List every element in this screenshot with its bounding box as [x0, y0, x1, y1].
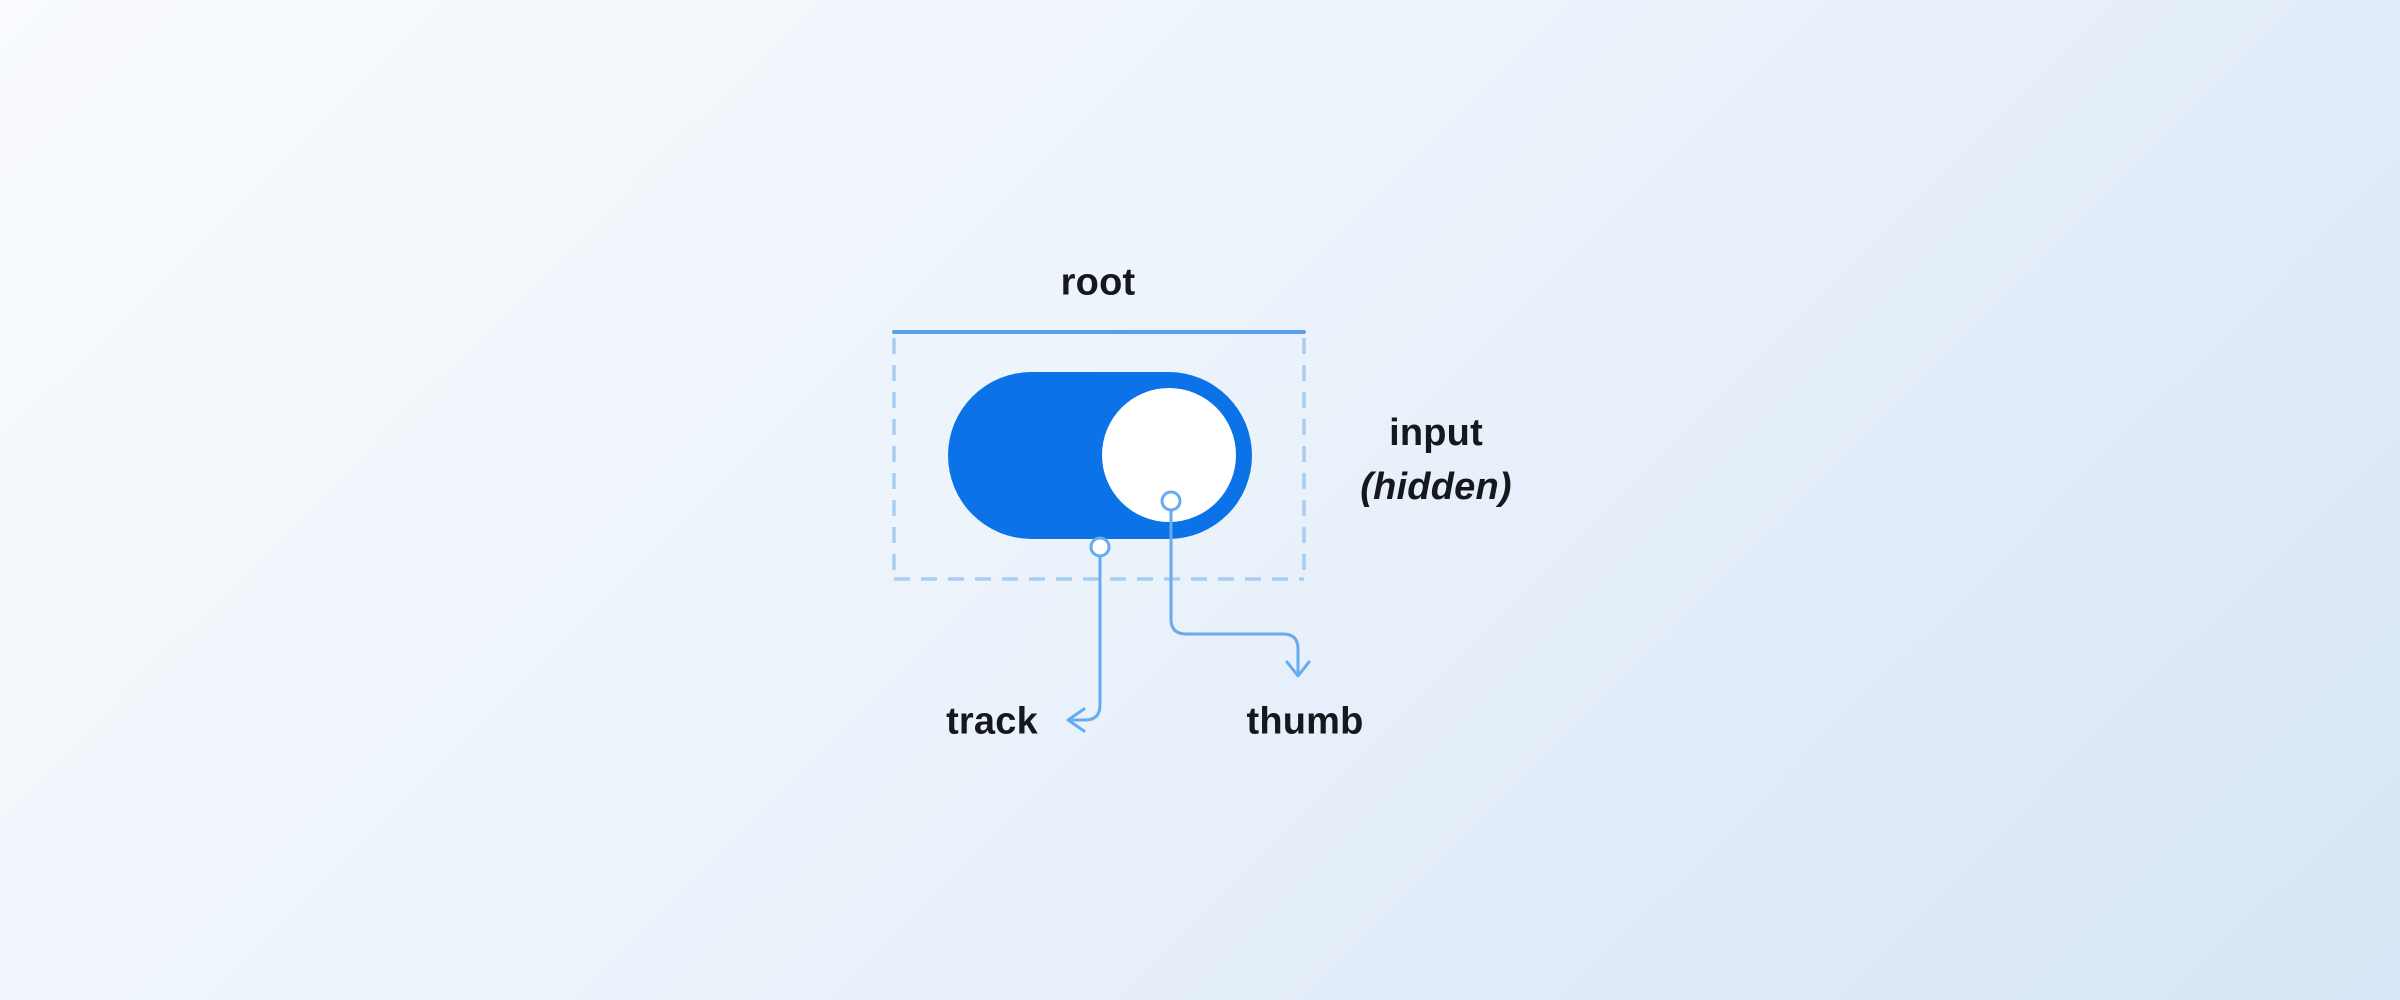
input-label-group: input (hidden) — [1360, 406, 1511, 514]
arrow-left-icon — [1066, 707, 1086, 733]
input-label: input — [1389, 412, 1483, 454]
switch-control[interactable] — [948, 372, 1252, 539]
track-anchor-dot — [1089, 536, 1111, 558]
arrow-down-icon — [1285, 660, 1311, 678]
track-connector-arrow — [1066, 536, 1111, 733]
track-label: track — [946, 700, 1038, 743]
thumb-label: thumb — [1246, 700, 1364, 743]
root-label: root — [1060, 261, 1136, 304]
input-hidden-label: (hidden) — [1360, 466, 1512, 508]
switch-thumb[interactable] — [1102, 388, 1236, 522]
